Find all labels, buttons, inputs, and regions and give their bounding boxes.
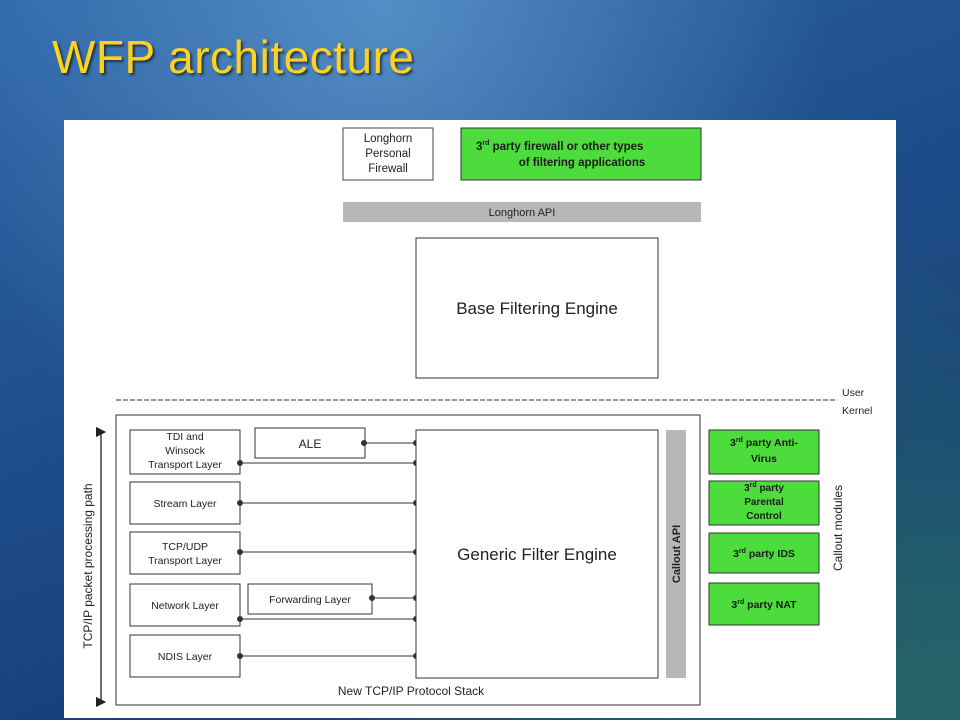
parental-line-2: Parental xyxy=(744,497,784,508)
wfp-diagram: Longhorn Personal Firewall 3rd party fir… xyxy=(81,127,872,708)
packet-path-label: TCP/IP packet processing path xyxy=(81,483,95,648)
svg-text:3rd party NAT: 3rd party NAT xyxy=(731,599,797,611)
ndis-layer-box: NDIS Layer xyxy=(129,634,241,678)
tdi-line-1: TDI and xyxy=(166,431,204,443)
forwarding-layer-label: Forwarding Layer xyxy=(269,594,351,606)
callout-api-bar: Callout API xyxy=(666,430,686,678)
longhorn-firewall-line-2: Personal xyxy=(365,148,410,160)
svg-text:3rd party IDS: 3rd party IDS xyxy=(733,548,795,560)
generic-filter-engine-label: Generic Filter Engine xyxy=(457,545,617,564)
longhorn-firewall-line-3: Firewall xyxy=(368,163,408,175)
ale-box: ALE xyxy=(254,427,366,459)
parental-line-1: party xyxy=(759,483,784,494)
third-party-prefix: 3 xyxy=(476,141,482,153)
user-label: User xyxy=(842,387,865,399)
longhorn-firewall-line-1: Longhorn xyxy=(364,133,413,145)
ids-label: party IDS xyxy=(749,548,795,560)
tcp-udp-line-2: Transport Layer xyxy=(148,555,222,567)
third-party-firewall-box: 3rd party firewall or other types of fil… xyxy=(460,127,702,181)
ids-prefix: 3 xyxy=(733,548,739,560)
layer-connectors xyxy=(237,440,419,659)
svg-text:3rd party firewall or other ty: 3rd party firewall or other types xyxy=(476,140,643,153)
antivirus-line-1: party Anti- xyxy=(746,437,799,449)
forwarding-layer-box: Forwarding Layer xyxy=(247,583,373,615)
network-layer-label: Network Layer xyxy=(151,600,219,612)
third-party-sup: rd xyxy=(482,140,489,147)
svg-text:3rd party Anti-: 3rd party Anti- xyxy=(730,437,798,449)
tdi-layer-box: TDI and Winsock Transport Layer xyxy=(129,429,241,475)
ale-label: ALE xyxy=(299,437,322,451)
third-party-app-line-2: of filtering applications xyxy=(519,157,646,169)
antivirus-line-2: Virus xyxy=(751,453,777,465)
tdi-line-3: Transport Layer xyxy=(148,459,222,471)
svg-text:3rd party: 3rd party xyxy=(744,482,784,494)
stream-layer-label: Stream Layer xyxy=(153,498,217,510)
antivirus-prefix: 3 xyxy=(730,437,736,449)
stream-layer-box: Stream Layer xyxy=(129,481,241,525)
callout-antivirus-box: 3rd party Anti- Virus xyxy=(708,429,820,475)
callout-api-label: Callout API xyxy=(671,525,683,583)
kernel-label: Kernel xyxy=(842,405,872,417)
callout-modules-label: Callout modules xyxy=(831,485,845,571)
longhorn-api-bar: Longhorn API xyxy=(343,202,701,222)
nat-prefix: 3 xyxy=(731,599,737,611)
base-filtering-engine-box: Base Filtering Engine xyxy=(415,237,659,379)
longhorn-personal-firewall-box: Longhorn Personal Firewall xyxy=(342,127,434,181)
callout-parental-box: 3rd party Parental Control xyxy=(708,480,820,526)
ids-sup: rd xyxy=(739,548,746,555)
protocol-stack-box xyxy=(115,414,701,706)
slide-title: WFP architecture xyxy=(52,31,415,83)
parental-line-3: Control xyxy=(746,511,782,522)
nat-sup: rd xyxy=(737,599,744,606)
ndis-layer-label: NDIS Layer xyxy=(158,651,213,663)
nat-label: party NAT xyxy=(747,599,797,611)
packet-path-arrow: TCP/IP packet processing path xyxy=(81,426,107,708)
generic-filter-engine-box: Generic Filter Engine xyxy=(415,429,659,679)
longhorn-api-label: Longhorn API xyxy=(489,207,556,219)
tcp-udp-line-1: TCP/UDP xyxy=(162,541,208,553)
parental-prefix: 3 xyxy=(744,483,750,494)
tcp-udp-layer-box: TCP/UDP Transport Layer xyxy=(129,531,241,575)
tdi-line-2: Winsock xyxy=(165,445,205,457)
parental-sup: rd xyxy=(750,482,757,489)
network-layer-box: Network Layer xyxy=(129,583,241,627)
callout-ids-box: 3rd party IDS xyxy=(708,532,820,574)
antivirus-sup: rd xyxy=(736,437,743,444)
wfp-diagram-panel: Longhorn Personal Firewall 3rd party fir… xyxy=(64,120,896,718)
callout-nat-box: 3rd party NAT xyxy=(708,582,820,626)
base-filtering-engine-label: Base Filtering Engine xyxy=(456,299,618,318)
third-party-app-line-1: party firewall or other types xyxy=(493,141,644,153)
user-kernel-boundary: User Kernel xyxy=(116,387,872,417)
protocol-stack-label: New TCP/IP Protocol Stack xyxy=(338,684,485,698)
